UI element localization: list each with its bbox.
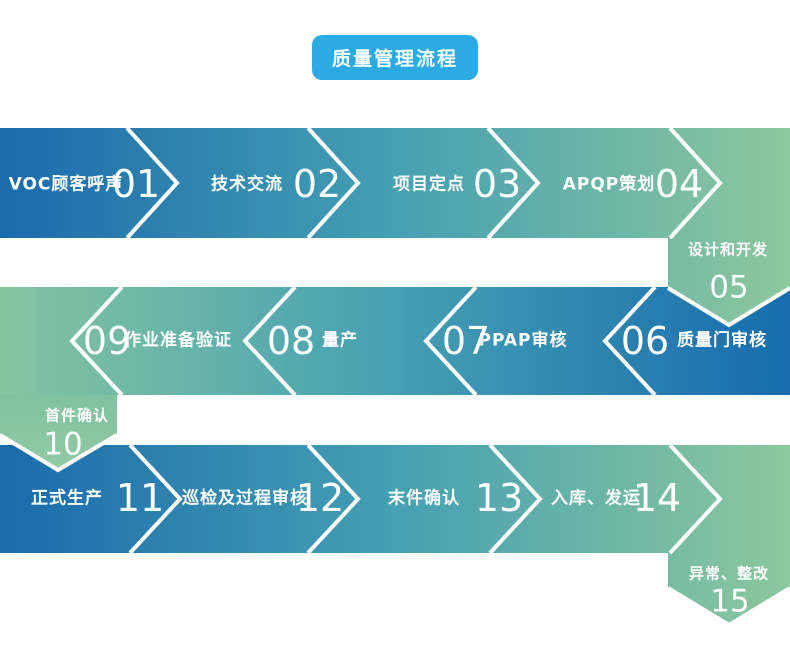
step-06-number: 06: [620, 319, 670, 363]
step-03-label: 项目定点: [393, 174, 465, 195]
step-15-number: 15: [710, 583, 750, 620]
step-01-number: 01: [111, 162, 161, 206]
step-14-number: 14: [632, 476, 682, 520]
step-08-label: 量产: [322, 330, 358, 351]
step-11-label: 正式生产: [31, 488, 103, 509]
step-07-label: PPAP审核: [478, 330, 568, 351]
step-02-number: 02: [292, 162, 342, 206]
chevron-left-separator: [242, 285, 297, 397]
step-08-number: 08: [266, 319, 316, 363]
step-09-number: 09: [82, 319, 132, 363]
step-14-label: 入库、发运: [551, 488, 641, 509]
step-04-number: 04: [654, 162, 704, 206]
row2-band: [0, 287, 790, 395]
step-11-number: 11: [115, 476, 165, 520]
step-03-number: 03: [472, 162, 522, 206]
chevron-left-separator: [423, 285, 478, 397]
chevron-right-separator: [128, 443, 183, 555]
step-10-number: 10: [43, 426, 83, 463]
row3-band-with-connector-15: [0, 445, 790, 625]
step-10-label: 首件确认: [44, 406, 110, 425]
step-09-label: 作业准备验证: [124, 330, 232, 351]
chevron-down-edge-10: [0, 433, 119, 473]
chevron-right-separator: [488, 443, 543, 555]
chevron-right-separator: [668, 443, 723, 555]
step-13-label: 末件确认: [388, 488, 460, 509]
chevron-down-edge-05: [666, 286, 790, 328]
step-12-label: 巡检及过程审核: [182, 488, 308, 509]
step-05-number: 05: [709, 269, 749, 306]
chevron-left-separator: [69, 285, 124, 397]
step-12-number: 12: [295, 476, 345, 520]
row1-band-with-connector-05: [0, 128, 790, 325]
step-05-label: 设计和开发: [687, 240, 769, 259]
step-02-label: 技术交流: [211, 174, 283, 195]
chevron-left-separator: [602, 285, 657, 397]
step-06-label: 质量门审核: [677, 330, 767, 351]
chevron-right-separator: [486, 126, 541, 240]
step-07-number: 07: [441, 319, 491, 363]
step-15-label: 异常、整改: [688, 564, 770, 583]
page-title: 质量管理流程: [312, 35, 478, 80]
chevron-right-separator: [668, 126, 723, 240]
chevron-right-separator: [306, 126, 361, 240]
chevron-down-edge-15: [666, 586, 790, 628]
chevron-right-separator: [306, 443, 361, 555]
step-04-label: APQP策划: [562, 174, 656, 195]
chevron-right-separator: [125, 126, 180, 240]
step-13-number: 13: [474, 476, 524, 520]
step-01-label: VOC顾客呼声: [8, 174, 124, 195]
